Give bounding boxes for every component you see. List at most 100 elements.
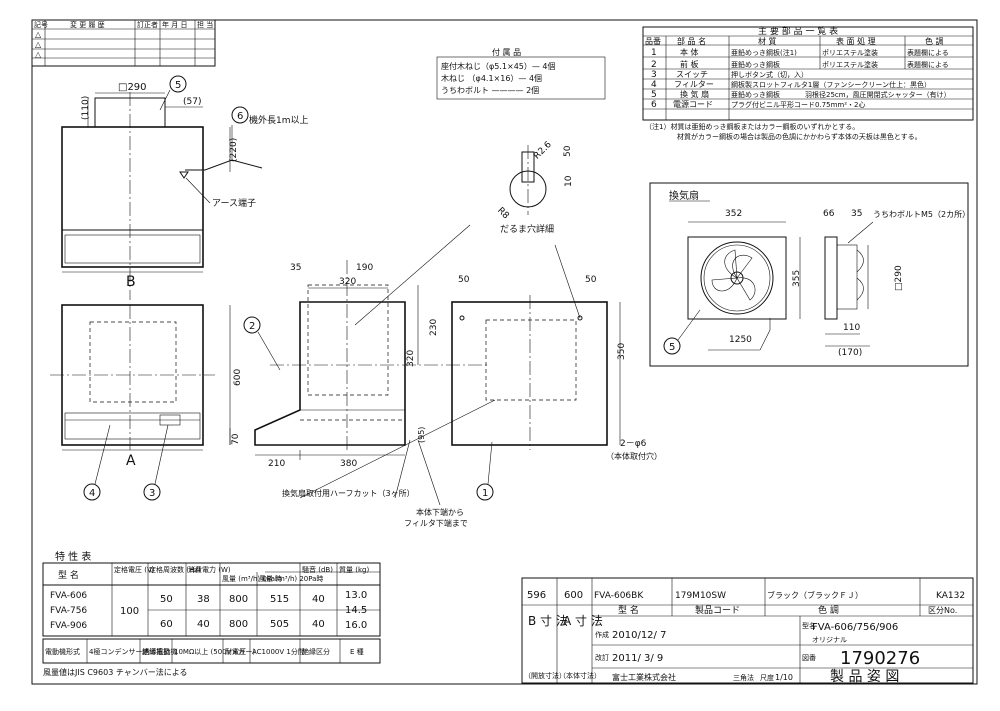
balloon-4 [83, 483, 101, 501]
tb-a-val: 600 [564, 590, 583, 601]
earth-terminal-label: アース端子 [212, 197, 256, 209]
tb-made-date: 2010/12/ 7 [612, 630, 666, 641]
tb-doc-title: 製 品 姿 図 [830, 669, 899, 685]
side-dim-35: 35 [290, 263, 301, 273]
front-label-a: A [126, 453, 136, 469]
tb-rev-label: 改訂 [595, 653, 609, 662]
revision-box: 記号 変 更 履 歴 訂正者 年 月 日 担 当 △ △ △ [31, 19, 216, 67]
spec-kg-3: 16.0 [345, 620, 367, 631]
specs-f-volt-val: AC1000V 1分間 [252, 647, 305, 656]
svg-text:2: 2 [249, 321, 255, 332]
spec-hz-60: 60 [160, 619, 173, 630]
part-2-name: 前 板 [680, 59, 699, 69]
spec-watt-40: 40 [197, 619, 210, 630]
rev-mark-3: △ [35, 50, 42, 59]
specs-table: 特 性 表 型 名 定格電圧 (V) 定格周波数 (Hz) 消費電力 (W) 風… [42, 550, 381, 677]
title-block: 596 600 FVA-606BK 179M10SW ブラック（ブラックＦＪ） … [521, 577, 974, 685]
rev-h-date: 年 月 日 [162, 20, 187, 29]
part-1-name: 本 体 [680, 47, 699, 57]
top-dim-350: 350 [617, 343, 627, 360]
tb-a-sub: （本体寸法） [559, 671, 601, 680]
fan-dim-290: □290 [894, 265, 904, 291]
fan-dim-352: 352 [725, 209, 742, 219]
balloon-2 [243, 316, 261, 334]
svg-text:6: 6 [237, 111, 243, 122]
top-dim-50-left: 50 [458, 275, 470, 285]
part-6-name: 電源コード [673, 100, 713, 109]
parts-table: 主 要 部 品 一 覧 表 品番 部 品 名 材 質 表 面 処 理 色 調 1… [642, 25, 974, 141]
part-5-no: 5 [651, 90, 657, 100]
spec-db-2: 40 [312, 619, 325, 630]
fan-dim-170: (170) [838, 348, 862, 358]
front-top-view: □290 (57) (110) (220) 機外長1m以上 アース端子 B 5 … [61, 75, 309, 300]
accessories-title: 付 属 品 [492, 47, 521, 57]
parts-h-color: 色 調 [925, 36, 944, 46]
fan-dim-355: 355 [792, 270, 802, 287]
keyhole-title: だるま穴詳細 [500, 223, 554, 235]
tb-model-code: FVA-606BK [594, 591, 644, 601]
tb-col-model: 型 名 [618, 604, 639, 616]
spec-model-3: FVA-906 [50, 621, 87, 631]
svg-text:3: 3 [149, 488, 155, 499]
filter-note-1: 本体下端から [416, 507, 464, 517]
keyhole-10: 10 [564, 175, 574, 187]
part-1-material: 亜鉛めっき鋼板(注1) [731, 48, 797, 57]
part-5-finish: 羽根径25cm，風圧開閉式シャッター（有け） [805, 90, 951, 99]
svg-text:5: 5 [669, 342, 675, 353]
keyhole-r8: R8 [495, 206, 511, 222]
part-2-no: 2 [651, 60, 657, 70]
tb-col-color: 色 調 [818, 604, 839, 616]
rev-h-history: 変 更 履 歴 [70, 20, 105, 29]
front-dim-110: (110) [81, 96, 91, 120]
filter-note-2: フィルタ下端まで [404, 518, 468, 528]
parts-title: 主 要 部 品 一 覧 表 [758, 25, 838, 37]
spec-q0-1: 800 [229, 594, 248, 605]
accessory-2: 木ねじ （φ4.1×16）— 4個 [441, 73, 542, 83]
tb-model-label: 型名 [802, 621, 816, 630]
specs-h-q0: 風量 (m³/h) 0Pa時 [222, 575, 282, 583]
tb-col-division: 区分No. [928, 606, 957, 615]
part-2-color: 表題欄による [907, 60, 949, 69]
tb-color: ブラック（ブラックＦＪ） [767, 590, 863, 600]
side-dim-320v: 320 [406, 350, 416, 367]
parts-h-finish: 表 面 処 理 [836, 36, 876, 46]
part-3-name: スイッチ [676, 70, 708, 79]
tb-original: オリジナル [812, 636, 847, 644]
rev-mark-2: △ [35, 40, 42, 49]
specs-f-insul: 絶縁抵抗 [142, 647, 170, 656]
svg-text:4: 4 [89, 488, 95, 499]
front-dim-57: (57) [183, 97, 201, 107]
side-dim-320: 320 [339, 277, 356, 287]
specs-h-watt: 消費電力 (W) [188, 565, 231, 574]
tb-drawing-no-label: 図番 [802, 654, 816, 662]
tb-scale-label: 尺度 [760, 673, 774, 682]
tb-company: 富士工業株式会社 [612, 672, 676, 682]
fan-detail: 換気扇 352 355 66 35 うちわボルトM5（2カ所） □290 110… [649, 182, 970, 367]
part-4-material: 鋼板製スロットフィルタ1層（ファンシークリーン仕上：黒色） [731, 80, 931, 89]
fan-title: 換気扇 [669, 189, 699, 202]
spec-db-1: 40 [312, 594, 325, 605]
fan-balloon-5 [663, 337, 681, 355]
halfcut-label: 換気扇取付用ハーフカット（3ヶ所） [282, 488, 415, 498]
specs-f-volt: 耐電圧 [225, 647, 246, 656]
balloon-3 [143, 483, 161, 501]
tb-b-label: B 寸 法 [528, 614, 568, 628]
spec-model-2: FVA-756 [50, 606, 87, 616]
tb-product-code: 179M10SW [675, 591, 726, 601]
holes-label: 2－φ6 [620, 439, 647, 449]
balloon-5 [169, 75, 187, 93]
specs-f-class: 絶縁区分 [302, 647, 330, 656]
part-2-material: 亜鉛めっき鋼板 [731, 60, 780, 69]
accessories-box: 付 属 品 座付木ねじ（φ5.1×45）— 4個 木ねじ （φ4.1×16）— … [436, 47, 606, 100]
fan-dim-110: 110 [843, 323, 860, 333]
specs-h-hz: 定格周波数 (Hz) [149, 565, 201, 574]
parts-note-2: 材質がカラー鋼板の場合は製品の色調にかかわらず本体の天板は黒色とする。 [677, 132, 922, 141]
specs-h-db: 騒音 (dB) [302, 565, 333, 574]
part-4-name: フィルター [674, 80, 714, 89]
accessory-1: 座付木ねじ（φ5.1×45）— 4個 [441, 61, 556, 71]
specs-f-insul-val: 10MΩ以上 (500Vメガー) [174, 647, 255, 656]
mount-hole [459, 315, 465, 321]
part-1-color: 表題欄による [907, 48, 949, 57]
side-dim-380: 380 [340, 459, 357, 469]
